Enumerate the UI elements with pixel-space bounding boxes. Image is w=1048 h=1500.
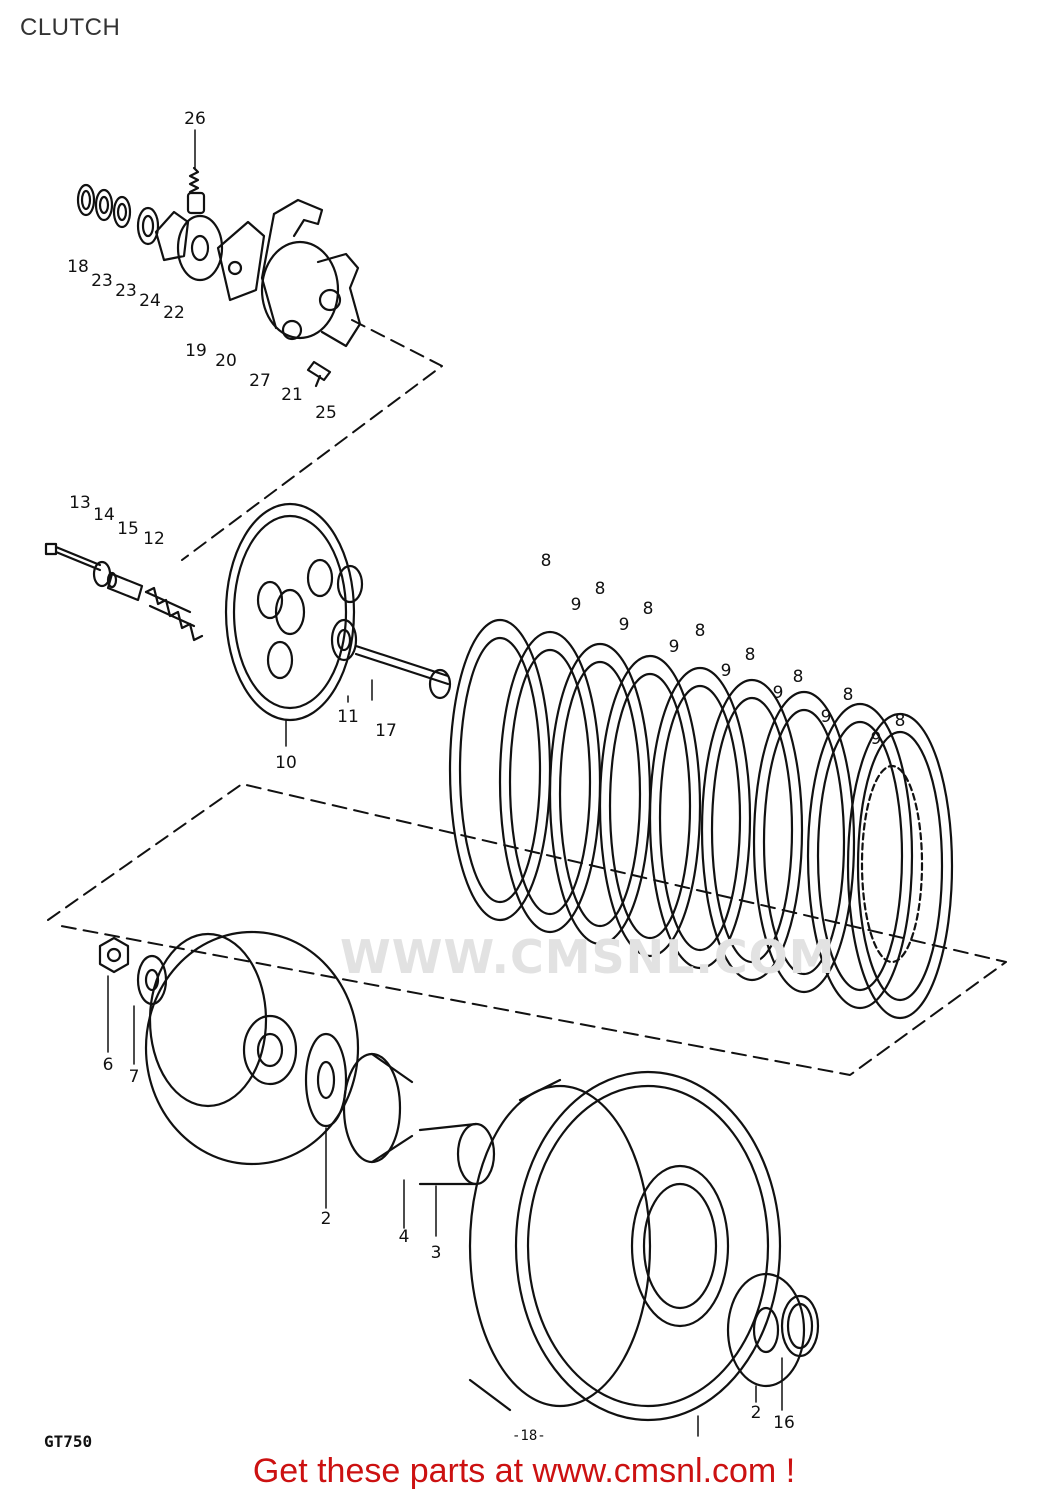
callout-8: 8 bbox=[695, 621, 706, 641]
washer-23b bbox=[112, 195, 132, 229]
callout-3: 3 bbox=[431, 1243, 442, 1263]
callout-2: 2 bbox=[751, 1403, 762, 1423]
callout-9: 9 bbox=[669, 637, 680, 657]
spring-12 bbox=[144, 586, 204, 642]
callout-9: 9 bbox=[571, 595, 582, 615]
callout-18: 18 bbox=[67, 257, 89, 277]
callout-22: 22 bbox=[163, 303, 185, 323]
callout-11: 11 bbox=[337, 707, 359, 727]
callout-23: 23 bbox=[91, 271, 113, 291]
callout-13: 13 bbox=[69, 493, 91, 513]
callout-16: 16 bbox=[773, 1413, 795, 1433]
callout-8: 8 bbox=[595, 579, 606, 599]
callout-9: 9 bbox=[871, 729, 882, 749]
page-title: CLUTCH bbox=[20, 14, 121, 41]
callout-27: 27 bbox=[249, 371, 271, 391]
watermark: WWW.CMSNL.COM bbox=[340, 930, 836, 984]
washer-23a bbox=[94, 188, 114, 222]
nut-6 bbox=[98, 936, 130, 974]
release-arm-27 bbox=[260, 198, 362, 348]
callout-9: 9 bbox=[821, 707, 832, 727]
callout-2: 2 bbox=[321, 1209, 332, 1229]
callout-9: 9 bbox=[619, 615, 630, 635]
callout-4: 4 bbox=[399, 1227, 410, 1247]
callout-21: 21 bbox=[281, 385, 303, 405]
callout-6: 6 bbox=[103, 1055, 114, 1075]
thrust-washer-2b bbox=[726, 1272, 806, 1388]
callout-14: 14 bbox=[93, 505, 115, 525]
callout-8: 8 bbox=[643, 599, 654, 619]
page-number: -18- bbox=[512, 1428, 546, 1444]
leader-lines bbox=[107, 129, 783, 1437]
callout-8: 8 bbox=[793, 667, 804, 687]
clutch-sleeve-hub bbox=[144, 930, 360, 1166]
bearing-11 bbox=[330, 618, 358, 662]
callout-8: 8 bbox=[843, 685, 854, 705]
clutch-plate-stack bbox=[448, 618, 954, 1020]
callout-25: 25 bbox=[315, 403, 337, 423]
spring-26 bbox=[186, 166, 206, 215]
assembly-guide-lines bbox=[47, 319, 1007, 1076]
callout-labels: 26 18 23 23 24 22 19 20 27 21 25 13 14 1… bbox=[67, 109, 905, 1433]
callout-10: 10 bbox=[275, 753, 297, 773]
oil-seal-18 bbox=[76, 183, 96, 217]
spacer-4 bbox=[342, 1052, 414, 1164]
pressure-plate-10 bbox=[224, 502, 364, 722]
callout-17: 17 bbox=[375, 721, 397, 741]
bushing-16 bbox=[780, 1294, 820, 1358]
release-mechanism bbox=[76, 166, 362, 388]
model-code: GT750 bbox=[44, 1432, 93, 1451]
spacer-15 bbox=[106, 571, 144, 602]
callout-19: 19 bbox=[185, 341, 207, 361]
callout-26: 26 bbox=[184, 109, 206, 129]
gasket-22 bbox=[154, 210, 190, 262]
callout-7: 7 bbox=[129, 1067, 140, 1087]
callout-24: 24 bbox=[139, 291, 161, 311]
callout-23: 23 bbox=[115, 281, 137, 301]
callout-8: 8 bbox=[541, 551, 552, 571]
bushing-3 bbox=[418, 1122, 496, 1186]
callout-9: 9 bbox=[721, 661, 732, 681]
callout-12: 12 bbox=[143, 529, 165, 549]
plate-19 bbox=[176, 214, 224, 282]
gasket-20 bbox=[216, 220, 266, 302]
screw-25 bbox=[306, 360, 332, 388]
callout-20: 20 bbox=[215, 351, 237, 371]
callout-9: 9 bbox=[773, 683, 784, 703]
screw-21 bbox=[281, 319, 303, 341]
callout-8: 8 bbox=[745, 645, 756, 665]
thrust-washer-2a bbox=[304, 1032, 348, 1128]
callout-15: 15 bbox=[117, 519, 139, 539]
ring-24 bbox=[136, 206, 160, 246]
cta-link[interactable]: Get these parts at www.cmsnl.com ! bbox=[252, 1452, 796, 1490]
pressure-plate-assembly bbox=[44, 502, 452, 722]
bolt-13 bbox=[44, 542, 102, 572]
callout-8: 8 bbox=[895, 711, 906, 731]
push-rod-17 bbox=[354, 644, 452, 700]
clutch-housing bbox=[468, 1070, 782, 1422]
